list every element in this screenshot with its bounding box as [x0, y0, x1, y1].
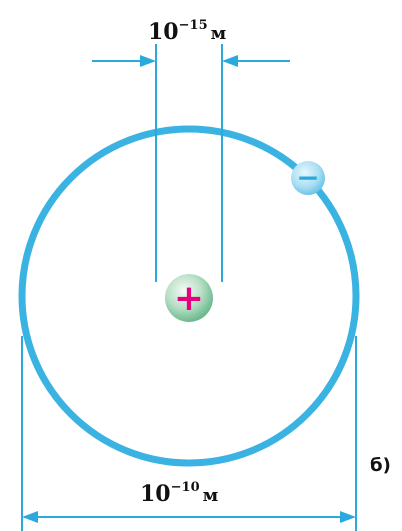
electron-charge-symbol: − [296, 161, 319, 194]
atom-size-unit: м [203, 485, 219, 506]
panel-letter: б) [370, 455, 391, 476]
nucleus-size-unit: м [211, 23, 227, 44]
nucleus-arrow-left [140, 55, 156, 67]
nucleus-size-base: 10 [148, 19, 179, 45]
atom-size-base: 10 [140, 481, 171, 507]
proton-nucleus-icon: + [165, 274, 213, 322]
nucleus-charge-symbol: + [174, 278, 204, 319]
atom-arrow-left [22, 511, 38, 523]
atom-arrow-right [340, 511, 356, 523]
atom-dimension [22, 336, 356, 531]
nucleus-dimension [92, 44, 290, 282]
nucleus-size-exponent: −15 [179, 18, 208, 33]
nucleus-arrow-right [222, 55, 238, 67]
electron-icon: − [291, 161, 325, 195]
atom-size-exponent: −10 [171, 480, 200, 495]
